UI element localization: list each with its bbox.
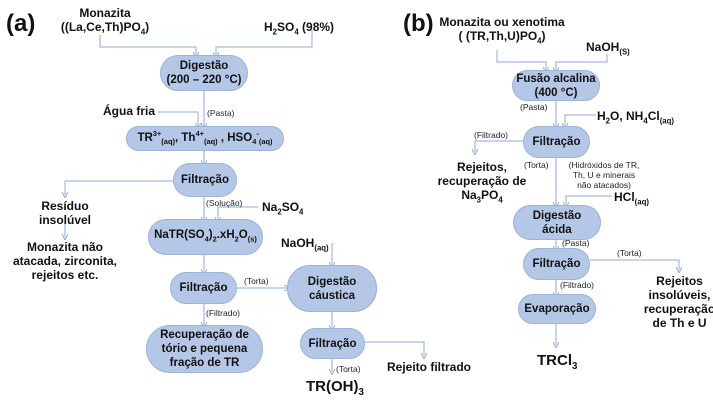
edge-label-pasta: (Pasta) bbox=[207, 108, 235, 118]
input-ore: Monazita ou xenotima ( (TR,Th,U)PO4) bbox=[439, 15, 565, 46]
input-naoh-aq: NaOH(aq) bbox=[281, 236, 329, 253]
input-monazite-line1: Monazita bbox=[79, 6, 131, 20]
node-filtration-b1: Filtração bbox=[523, 126, 590, 158]
edge-label-filtrado-b1: (Filtrado) bbox=[474, 130, 509, 140]
edge-filtration-residue bbox=[65, 180, 175, 195]
output-rejeito-filtrado: Rejeito filtrado bbox=[387, 360, 472, 374]
input-monazite: Monazita ((La,Ce,Th)PO4) bbox=[55, 6, 155, 39]
node-natr-sulfate: NaTR(SO4)2.xH2O(s) bbox=[148, 219, 263, 255]
panel-b-label: (b) bbox=[403, 10, 434, 37]
input-cold-water: Água fria bbox=[103, 104, 156, 118]
node-filtration-a2: Filtração bbox=[170, 272, 237, 304]
output-rejeitos-na3po4: Rejeitos, recuperação de Na3PO4 bbox=[437, 160, 527, 205]
edge-ore-fusion bbox=[496, 50, 546, 70]
edge-filtration3-rejeito bbox=[365, 341, 424, 356]
edge-label-pasta-b1: (Pasta) bbox=[520, 102, 548, 112]
input-sulfuric-acid: H2SO4 (98%) bbox=[264, 20, 335, 37]
edge-label-filtrado-b2: (Filtrado) bbox=[560, 280, 595, 290]
edge-label-torta-a1: (Torta) bbox=[244, 276, 269, 286]
input-na2so4: Na2SO4 bbox=[262, 200, 304, 217]
input-monazite-formula: ((La,Ce,Th)PO4) bbox=[60, 20, 150, 37]
output-trcl3: TRCl3 bbox=[537, 352, 578, 372]
edge-filtration2-insol bbox=[590, 259, 679, 270]
edge-naoh-caustic bbox=[332, 243, 333, 265]
edge-label-torta-b1: (Torta) bbox=[524, 160, 549, 170]
edge-naoh-fusion bbox=[556, 54, 608, 70]
input-water-nh4cl: H2O, NH4Cl(aq) bbox=[597, 109, 674, 126]
edge-na2so4-natr bbox=[218, 206, 258, 220]
output-tr-hydroxide: TR(OH)3 bbox=[306, 378, 364, 398]
node-filtration-a1: Filtração bbox=[173, 163, 237, 197]
node-digestion: Digestão(200 – 220 °C) bbox=[160, 55, 248, 91]
node-evaporation: Evaporação bbox=[518, 294, 596, 324]
edge-water-filtration bbox=[565, 114, 596, 126]
edge-water-ions bbox=[158, 111, 198, 126]
node-ions: TR3+(aq), Th4+(aq) , HSO4-(aq) bbox=[126, 126, 284, 151]
edge-label-pasta-b2: (Pasta) bbox=[562, 238, 590, 248]
edge-label-torta-a2: (Torta) bbox=[336, 364, 361, 374]
input-hcl: HCl(aq) bbox=[614, 190, 649, 207]
edge-acid-digestion bbox=[216, 30, 313, 55]
node-filtration-b2: Filtração bbox=[523, 248, 590, 280]
edge-monazite-digestion bbox=[99, 35, 196, 55]
node-alkaline-fusion: Fusão alcalina(400 °C) bbox=[512, 70, 600, 101]
input-naoh-solid: NaOH(S) bbox=[586, 40, 630, 57]
edge-label-filtrado-a: (Filtrado) bbox=[206, 308, 241, 318]
panel-a-label: (a) bbox=[6, 10, 36, 37]
node-filtration-a3: Filtração bbox=[300, 328, 365, 359]
edge-label-torta-b2: (Torta) bbox=[617, 248, 642, 258]
edge-filtration-rejeitos bbox=[475, 140, 523, 152]
edge-hcl-acid bbox=[566, 195, 612, 205]
edge-label-solucao: (Solução) bbox=[206, 198, 243, 208]
